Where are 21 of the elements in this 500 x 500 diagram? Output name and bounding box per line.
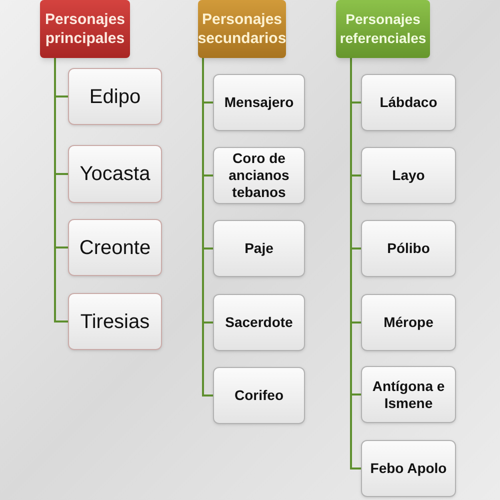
character-box: Pólibo	[361, 220, 456, 277]
character-box: Layo	[361, 147, 456, 204]
character-box: Lábdaco	[361, 74, 456, 131]
character-box: Tiresias	[68, 293, 162, 350]
character-box: Coro de ancianos tebanos	[213, 147, 305, 204]
character-box: Mérope	[361, 294, 456, 351]
character-box: Edipo	[68, 68, 162, 125]
category-header: Personajes referenciales	[336, 0, 430, 58]
category-header: Personajes secundarios	[198, 0, 286, 58]
connector-line	[350, 58, 361, 470]
character-box: Yocasta	[68, 145, 162, 203]
character-box: Antígona e Ismene	[361, 366, 456, 423]
character-box: Febo Apolo	[361, 440, 456, 497]
character-box: Corifeo	[213, 367, 305, 424]
character-box: Creonte	[68, 219, 162, 276]
category-header: Personajes principales	[40, 0, 130, 58]
character-box: Sacerdote	[213, 294, 305, 351]
character-box: Mensajero	[213, 74, 305, 131]
character-box: Paje	[213, 220, 305, 277]
connector-line	[54, 58, 68, 322]
connector-line	[202, 58, 213, 396]
